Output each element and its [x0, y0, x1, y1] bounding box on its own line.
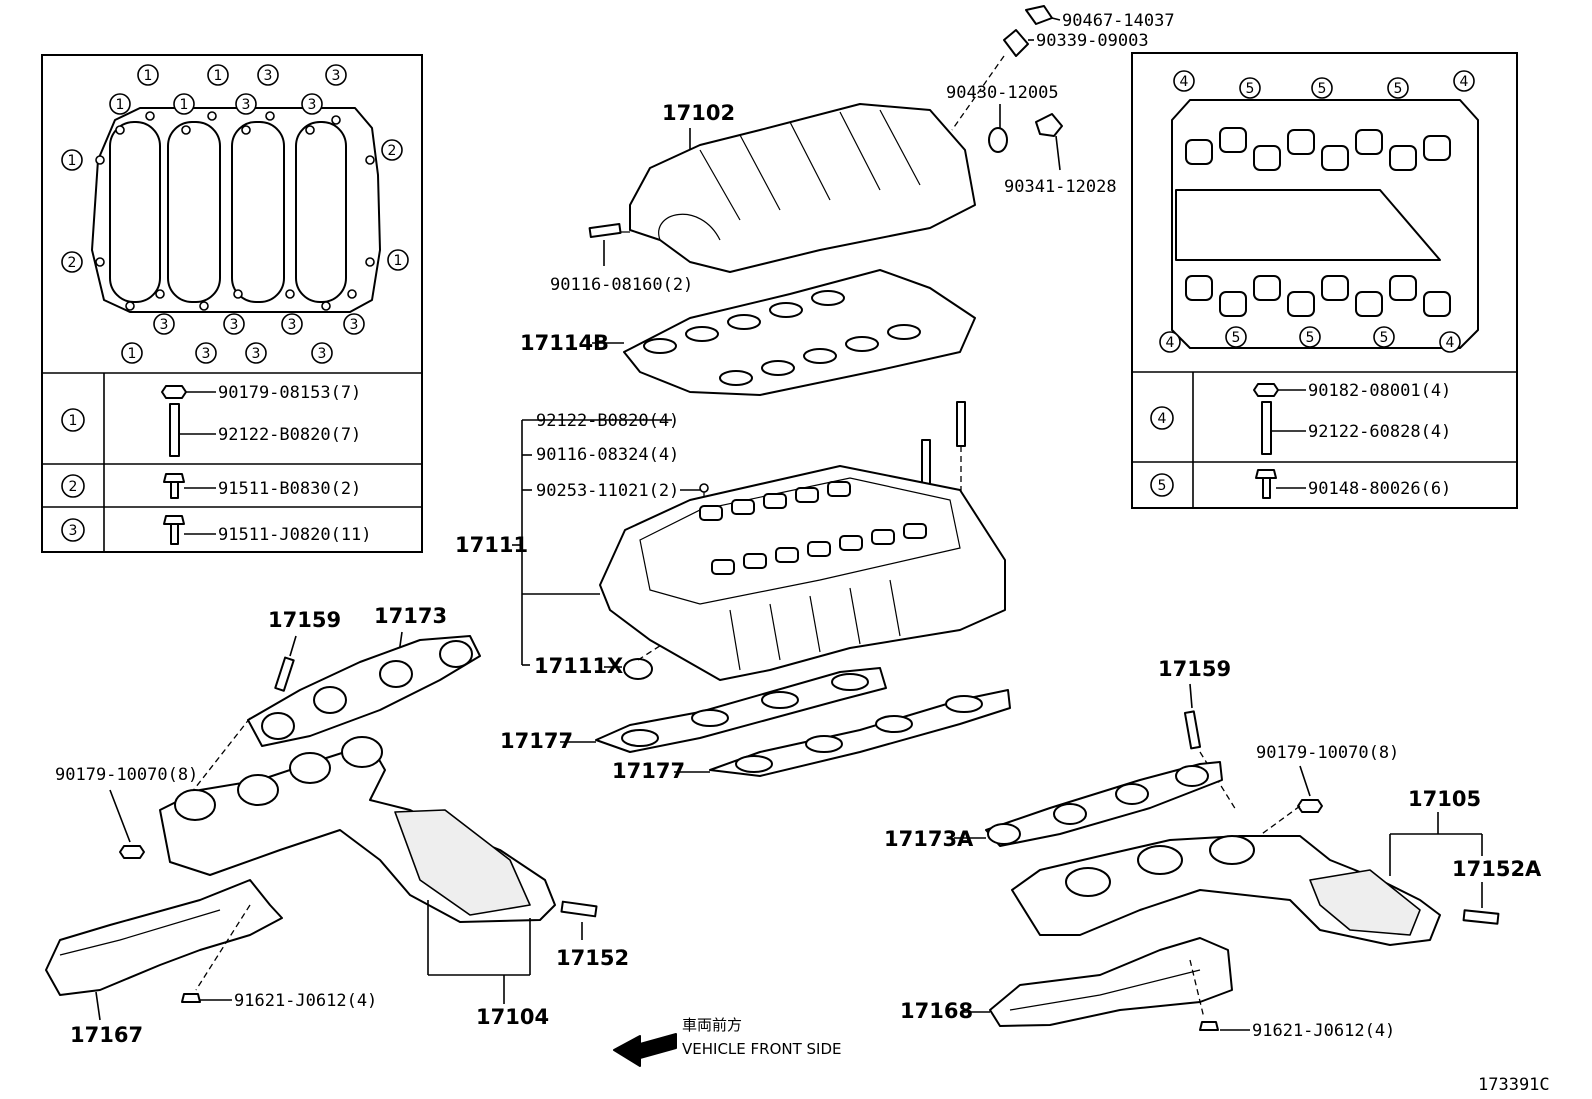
svg-text:1: 1: [180, 97, 189, 113]
svg-text:1: 1: [144, 68, 153, 84]
legend-row-1: 1 90179-08153(7) 92122-B0820(7): [61, 383, 361, 457]
svg-text:車両前方: 車両前方: [682, 1016, 742, 1034]
svg-text:VEHICLE FRONT SIDE: VEHICLE FRONT SIDE: [682, 1040, 842, 1058]
svg-text:17102: 17102: [662, 101, 735, 125]
svg-text:3: 3: [242, 97, 251, 113]
bolt-holes: [95, 111, 375, 311]
ports-lower: [1185, 275, 1451, 317]
svg-text:17111X: 17111X: [534, 654, 623, 678]
svg-text:17173: 17173: [374, 604, 447, 628]
svg-text:1: 1: [214, 68, 223, 84]
svg-text:17177: 17177: [500, 729, 573, 753]
svg-text:17159: 17159: [1158, 657, 1231, 681]
svg-text:4: 4: [1166, 335, 1175, 351]
part-number: 90182-08001(4): [1308, 381, 1451, 401]
top-small-parts: 90467-14037 90339-09003 90430-12005 9034…: [946, 5, 1175, 197]
svg-text:90179-10070(8): 90179-10070(8): [55, 765, 198, 785]
legend-row-5: 5 90148-80026(6): [1150, 469, 1451, 499]
svg-text:3: 3: [69, 523, 78, 539]
part-number: 92122-60828(4): [1308, 422, 1451, 442]
left-legend: 1 1 3 3 1 1 3 3 1 2 2 1 3 3 3 3 1 3 3 3 …: [41, 54, 423, 553]
svg-text:5: 5: [1306, 330, 1315, 346]
svg-text:2: 2: [388, 143, 397, 159]
part-number: 90148-80026(6): [1308, 479, 1451, 499]
svg-text:92122-B0820(4): 92122-B0820(4): [536, 411, 679, 431]
legend-position-markers: 1 1 3 3 1 1 3 3 1 2 2 1 3 3 3 3 1 3 3 3: [61, 64, 409, 364]
right-exhaust-manifold: 17159 90179-10070(8) 17105 17152A 17173A…: [884, 657, 1542, 1041]
runner-ports: [699, 481, 927, 575]
lower-manifold-gasket-top-view: [1171, 99, 1479, 349]
ports-upper: [1185, 127, 1451, 171]
part-number: 92122-B0820(7): [218, 425, 361, 445]
svg-text:4: 4: [1180, 74, 1189, 90]
svg-text:17177: 17177: [612, 759, 685, 783]
lower-intake-manifold: 92122-B0820(4) 90116-08324(4) 90253-1102…: [455, 401, 1006, 681]
svg-text:5: 5: [1318, 81, 1327, 97]
svg-text:5: 5: [1394, 81, 1403, 97]
svg-text:4: 4: [1446, 335, 1455, 351]
intake-gaskets: 17177 17177: [500, 667, 1011, 783]
svg-text:3: 3: [288, 317, 297, 333]
svg-text:17173A: 17173A: [884, 827, 974, 851]
svg-text:3: 3: [350, 317, 359, 333]
front-direction-note: 車両前方 VEHICLE FRONT SIDE: [613, 1016, 842, 1067]
svg-text:5: 5: [1246, 81, 1255, 97]
part-number: 91511-J0820(11): [218, 525, 372, 545]
svg-text:17167: 17167: [70, 1023, 143, 1047]
svg-text:3: 3: [318, 346, 327, 362]
svg-text:3: 3: [252, 346, 261, 362]
part-number: 91511-B0830(2): [218, 479, 361, 499]
right-legend: 4 5 5 5 4 4 5 5 5 4 4 90182-08001(4) 921…: [1131, 52, 1518, 509]
right-legend-position-markers: 4 5 5 5 4 4 5 5 5 4: [1159, 70, 1475, 353]
svg-text:5: 5: [1380, 330, 1389, 346]
svg-text:5: 5: [1158, 478, 1167, 494]
svg-text:2: 2: [68, 255, 77, 271]
svg-text:1: 1: [394, 253, 403, 269]
svg-text:3: 3: [264, 68, 273, 84]
svg-text:90116-08160(2): 90116-08160(2): [550, 275, 693, 295]
svg-text:5: 5: [1232, 330, 1241, 346]
svg-text:2: 2: [69, 479, 78, 495]
svg-text:3: 3: [308, 97, 317, 113]
svg-text:3: 3: [160, 317, 169, 333]
svg-text:3: 3: [202, 346, 211, 362]
svg-text:1: 1: [68, 153, 77, 169]
gasket-ports: [643, 290, 921, 386]
legend-row-4: 4 90182-08001(4) 92122-60828(4): [1150, 381, 1451, 455]
upper-gasket: 17114B: [520, 269, 976, 396]
svg-text:4: 4: [1460, 74, 1469, 90]
svg-text:17104: 17104: [476, 1005, 549, 1029]
upper-intake-plenum: 17102 90116-08160(2): [550, 101, 976, 295]
part-number: 90179-08153(7): [218, 383, 361, 403]
svg-text:1: 1: [116, 97, 125, 113]
svg-text:17152: 17152: [556, 946, 629, 970]
svg-text:4: 4: [1158, 411, 1167, 427]
legend-row-3: 3 91511-J0820(11): [61, 515, 372, 545]
svg-text:90116-08324(4): 90116-08324(4): [536, 445, 679, 465]
svg-text:17152A: 17152A: [1452, 857, 1542, 881]
svg-text:17159: 17159: [268, 608, 341, 632]
svg-text:90179-10070(8): 90179-10070(8): [1256, 743, 1399, 763]
svg-text:17105: 17105: [1408, 787, 1481, 811]
svg-text:1: 1: [69, 413, 78, 429]
svg-text:90341-12028: 90341-12028: [1004, 177, 1117, 197]
svg-text:90339-09003: 90339-09003: [1036, 31, 1149, 51]
diagram-id: 173391C: [1478, 1075, 1550, 1095]
svg-text:3: 3: [230, 317, 239, 333]
legend-row-2: 2 91511-B0830(2): [61, 473, 361, 499]
left-exhaust-manifold: 17159 17173 90179-10070(8) 17152 17104 1…: [45, 604, 629, 1047]
svg-text:3: 3: [332, 68, 341, 84]
svg-text:91621-J0612(4): 91621-J0612(4): [234, 991, 377, 1011]
svg-text:1: 1: [128, 346, 137, 362]
upper-plenum-top-view: [91, 107, 381, 313]
svg-text:91621-J0612(4): 91621-J0612(4): [1252, 1021, 1395, 1041]
svg-text:90467-14037: 90467-14037: [1062, 11, 1175, 31]
svg-text:17168: 17168: [900, 999, 973, 1023]
svg-text:90430-12005: 90430-12005: [946, 83, 1059, 103]
svg-text:90253-11021(2): 90253-11021(2): [536, 481, 679, 501]
